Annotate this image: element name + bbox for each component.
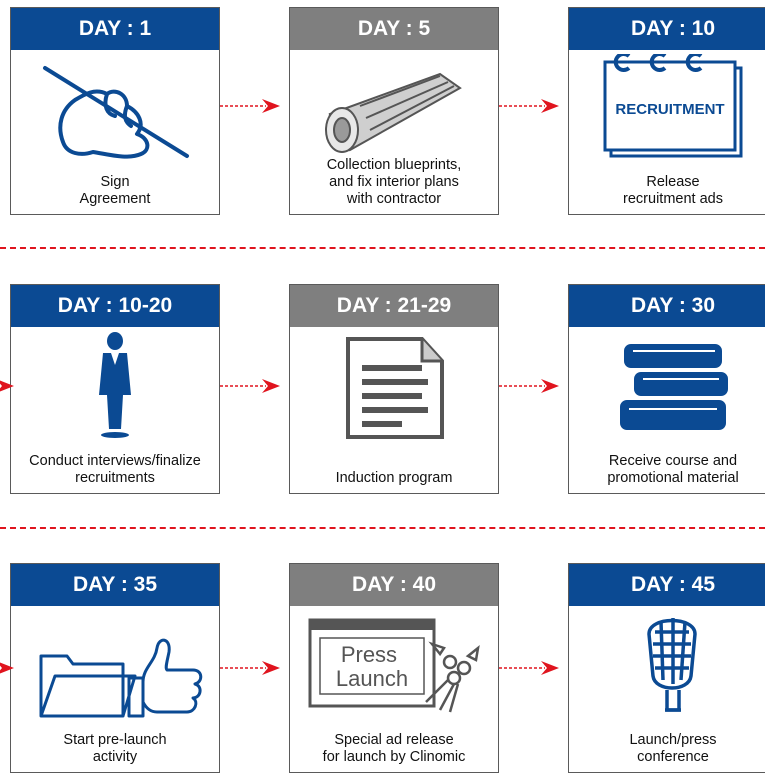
row-separator (0, 527, 765, 529)
step-day-label: DAY : 5 (290, 8, 498, 50)
flow-arrow (220, 379, 280, 393)
step-day-label: DAY : 10-20 (11, 285, 219, 327)
flow-arrow (499, 99, 559, 113)
step-caption: Start pre-launch activity (63, 732, 167, 765)
step-card-day-45: DAY : 45 Launch/press conference (568, 563, 765, 773)
document-icon (290, 331, 498, 441)
step-caption: Collection blueprints, and fix interior … (326, 157, 462, 207)
step-day-label: DAY : 30 (569, 285, 765, 327)
folder-thumbs-up-icon (11, 610, 219, 720)
step-caption: Release recruitment ads (623, 174, 723, 207)
step-card-day-5: DAY : 5 Collection blueprints, and fix i… (289, 7, 499, 215)
blueprint-roll-icon (290, 54, 498, 164)
step-card-day-40: DAY : 40 Press Launch Special ad release… (289, 563, 499, 773)
step-day-label: DAY : 35 (11, 564, 219, 606)
step-caption: Conduct interviews/finalize recruitments (29, 453, 201, 486)
step-day-label: DAY : 21-29 (290, 285, 498, 327)
step-caption: Sign Agreement (79, 174, 151, 207)
step-card-day-1: DAY : 1 Sign Agreement (10, 7, 220, 215)
step-card-day-21-29: DAY : 21-29 Induction program (289, 284, 499, 494)
signing-hand-icon (11, 54, 219, 164)
step-day-label: DAY : 40 (290, 564, 498, 606)
press-launch-icon: Press Launch (290, 610, 498, 720)
step-caption: Induction program (335, 470, 453, 486)
step-caption: Special ad release for launch by Clinomi… (322, 732, 466, 765)
flow-arrow (499, 379, 559, 393)
flow-arrow (499, 661, 559, 675)
step-day-label: DAY : 10 (569, 8, 765, 50)
flow-arrow (220, 99, 280, 113)
step-card-day-10-20: DAY : 10-20 Conduct interviews/finalize … (10, 284, 220, 494)
flow-arrow (220, 661, 280, 675)
businessman-icon (11, 331, 219, 441)
step-card-day-30: DAY : 30 Receive course and promotional … (568, 284, 765, 494)
step-card-day-10: DAY : 10 RECRUITMENT Release recruitment… (568, 7, 765, 215)
step-caption: Receive course and promotional material (607, 453, 739, 486)
microphone-icon (569, 610, 765, 720)
recruitment-label: RECRUITMENT (615, 101, 724, 118)
step-day-label: DAY : 1 (11, 8, 219, 50)
recruitment-calendar-icon: RECRUITMENT (569, 52, 765, 164)
flow-arrow (0, 380, 14, 392)
press-launch-label: Press Launch (336, 642, 408, 691)
step-card-day-35: DAY : 35 Start pre-launch activity (10, 563, 220, 773)
flow-arrow (0, 662, 14, 674)
step-day-label: DAY : 45 (569, 564, 765, 606)
row-separator (0, 247, 765, 249)
step-caption: Launch/press conference (629, 732, 717, 765)
books-stack-icon (569, 331, 765, 441)
